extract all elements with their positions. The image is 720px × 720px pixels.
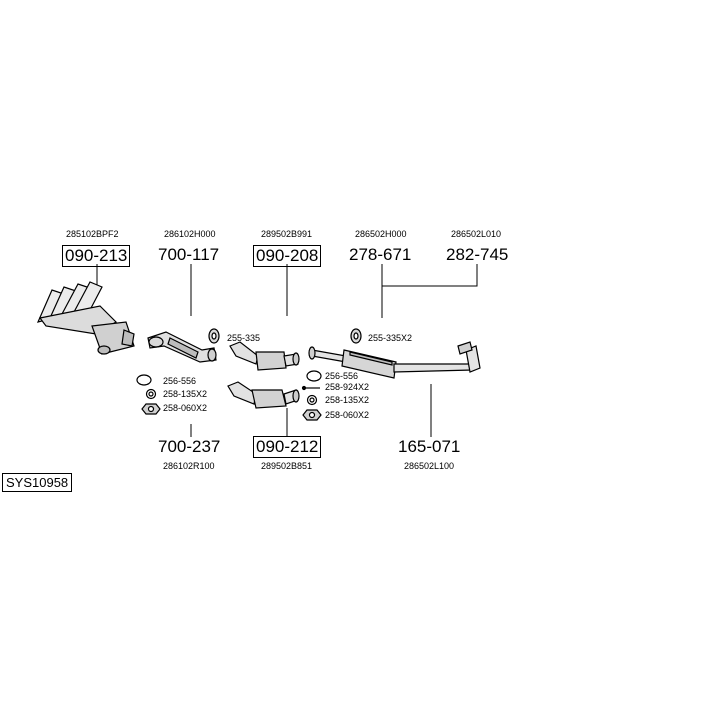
hardware-label: 258-135X2 [163,389,208,399]
exhaust-pipe-drawing [308,341,481,379]
oem-number: 286102R100 [163,461,215,471]
oem-number: 286502H000 [355,229,407,239]
part-number[interactable]: 700-117 [158,245,220,264]
part-number-boxed[interactable]: 090-212 [253,436,322,458]
hardware-label: 258-135X2 [325,395,370,405]
leader-282-745 [382,264,478,287]
manifold-catalyst-drawing [36,281,135,355]
oem-number: 286502L010 [451,229,502,239]
part-number-boxed[interactable]: 090-213 [62,245,131,267]
part-number[interactable]: 282-745 [446,245,509,264]
part-number[interactable]: 278-671 [349,245,412,264]
left-hardware-drawing [136,374,161,415]
part-number-boxed[interactable]: 090-208 [253,245,322,267]
oem-number: 286502L100 [404,461,455,471]
hardware-label: 258-060X2 [163,403,208,413]
oem-number: 289502B851 [261,461,313,471]
hardware-label: 258-924X2 [325,382,370,392]
hardware-label: 256-556 [163,376,197,386]
hardware-label: 255-335X2 [368,333,413,343]
hardware-label: 258-060X2 [325,410,370,420]
hardware-label: 255-335 [227,333,261,343]
oem-number: 289502B991 [261,229,313,239]
hardware-label: 256-556 [325,371,359,381]
catalyst-lower-drawing [227,381,300,409]
oem-number: 286102H000 [164,229,216,239]
gasket-1-drawing [208,328,220,344]
part-number[interactable]: 165-071 [398,437,461,456]
mid-hardware-drawing [301,370,322,421]
part-number[interactable]: 700-237 [158,437,221,456]
front-pipe-drawing [147,331,217,363]
system-code-label: SYS10958 [2,473,73,492]
catalyst-upper-drawing [229,341,300,371]
oem-number: 285102BPF2 [66,229,119,239]
gasket-2-drawing [350,328,362,344]
